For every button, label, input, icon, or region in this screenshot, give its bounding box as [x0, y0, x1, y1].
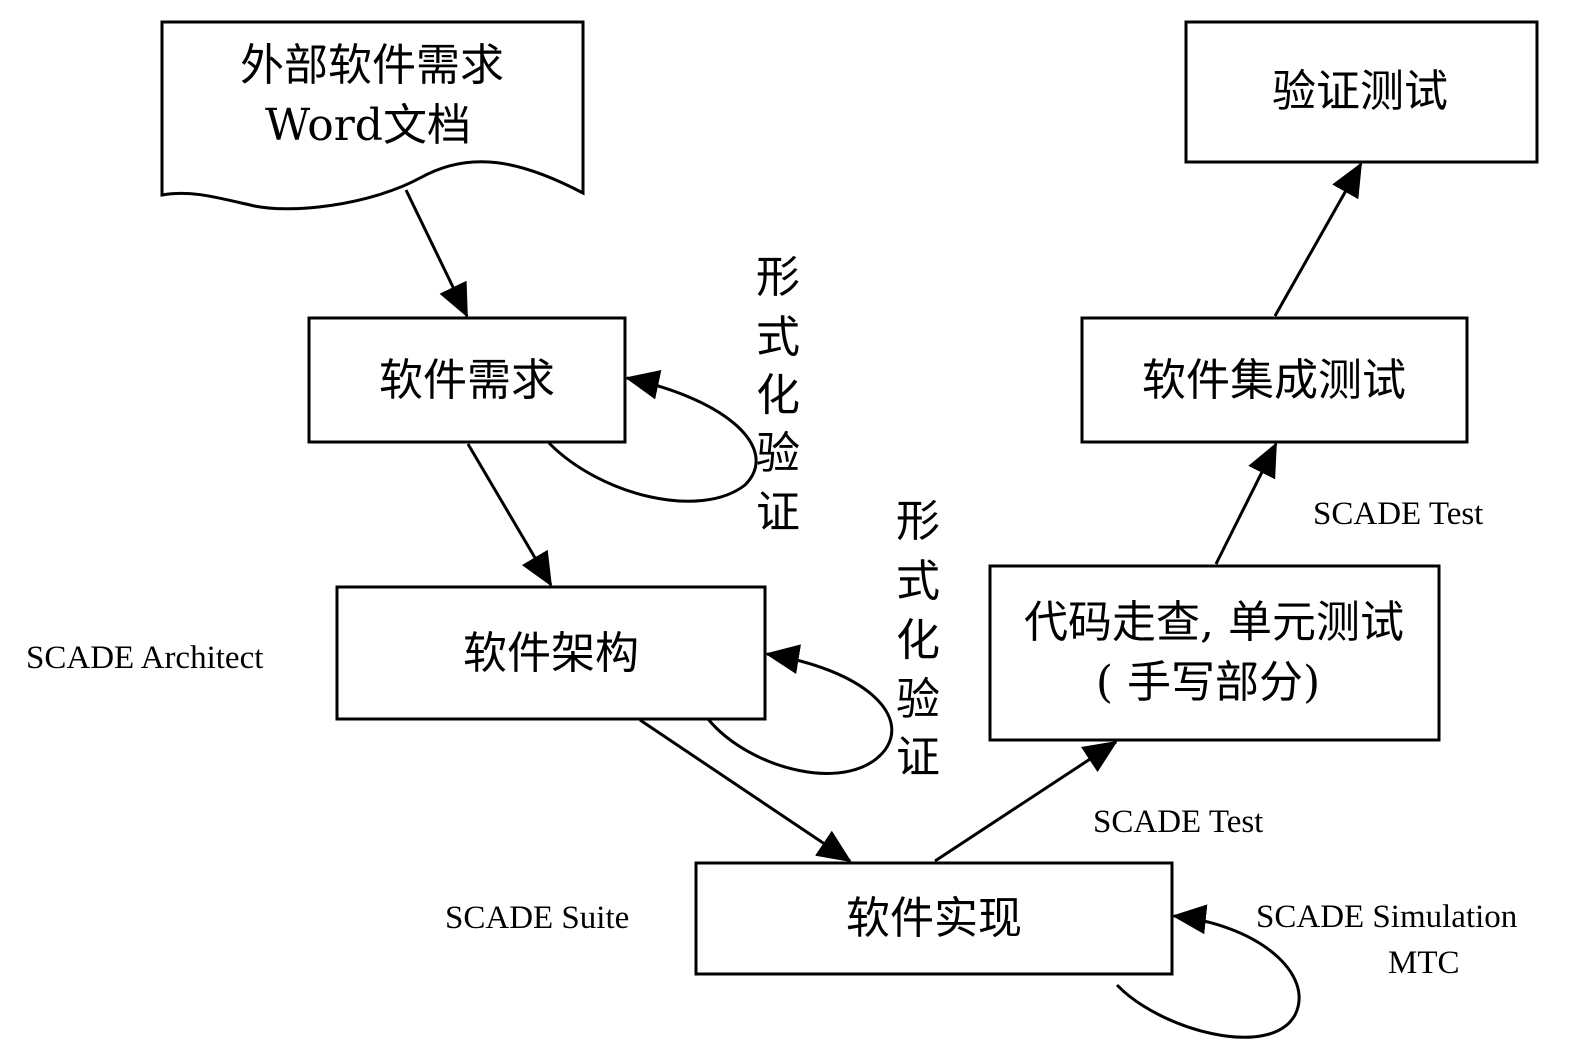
label-mtc: MTC	[1388, 945, 1460, 981]
software-implementation-box: 软件实现	[694, 861, 1174, 976]
fv1-char-4: 证	[756, 487, 800, 538]
fv1-char-0: 形	[756, 252, 800, 303]
label-scade-simulation: SCADE Simulation	[1256, 899, 1517, 935]
software-impl-label: 软件实现	[846, 893, 1022, 944]
self-loops	[547, 370, 1301, 1039]
fv1-char-2: 化	[756, 370, 800, 421]
flow-arrows	[404, 162, 1363, 863]
arrow-doc-to-req	[404, 189, 469, 318]
tool-labels: SCADE Architect SCADE Suite SCADE Test S…	[26, 496, 1517, 981]
fv2-char-1: 式	[896, 556, 940, 607]
code-review-label: 代码走查, 单元测试	[1024, 597, 1404, 648]
label-scade-test-upper: SCADE Test	[1313, 496, 1483, 532]
verification-test-box: 验证测试	[1184, 20, 1539, 164]
software-arch-label: 软件架构	[463, 628, 639, 679]
arrow-review-to-integration	[1214, 442, 1278, 565]
fv1-char-3: 验	[756, 428, 800, 479]
integration-test-box: 软件集成测试	[1080, 316, 1469, 444]
label-scade-test-lower: SCADE Test	[1093, 804, 1263, 840]
loop-software-impl	[1115, 904, 1301, 1039]
formal-verification-label-1: 形 式 化 验 证	[756, 252, 800, 538]
software-architecture-box: 软件架构	[335, 585, 767, 721]
software-requirements-box: 软件需求	[307, 316, 627, 444]
loop-software-req	[547, 370, 758, 503]
code-review-box: 代码走查, 单元测试 ( 手写部分)	[988, 564, 1441, 742]
external-req-subtitle: Word文档	[265, 100, 471, 151]
fv2-char-3: 验	[896, 674, 940, 725]
arrow-req-to-arch	[466, 443, 553, 587]
external-req-title: 外部软件需求	[240, 40, 504, 91]
fv2-char-0: 形	[896, 496, 940, 547]
verification-test-label: 验证测试	[1272, 66, 1448, 117]
arrow-integration-to-verification	[1273, 162, 1363, 317]
arrow-impl-to-review	[934, 740, 1118, 863]
arrow-arch-to-impl	[639, 718, 852, 863]
fv1-char-1: 式	[756, 312, 800, 363]
code-review-sublabel: ( 手写部分)	[1096, 657, 1320, 708]
formal-verification-label-2: 形 式 化 验 证	[896, 496, 940, 783]
software-req-label: 软件需求	[379, 355, 555, 406]
fv2-char-2: 化	[896, 615, 940, 666]
external-requirements-doc: 外部软件需求 Word文档	[160, 20, 585, 211]
label-scade-architect: SCADE Architect	[26, 640, 263, 676]
loop-software-arch	[706, 644, 894, 775]
integration-test-label: 软件集成测试	[1142, 355, 1406, 406]
fv2-char-4: 证	[896, 732, 940, 783]
label-scade-suite: SCADE Suite	[445, 900, 629, 936]
